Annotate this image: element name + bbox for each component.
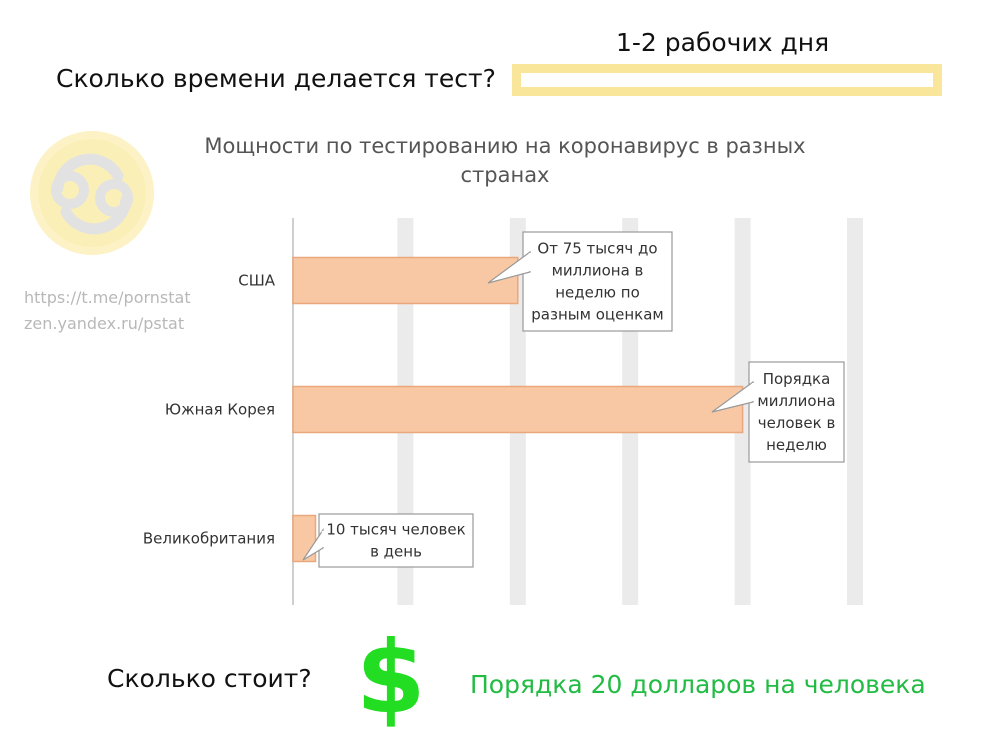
category-label: США — [238, 272, 276, 290]
cost-question: Сколько стоит? — [107, 664, 312, 693]
cost-answer: Порядка 20 долларов на человека — [470, 670, 926, 699]
time-answer: 1-2 рабочих дня — [616, 28, 830, 57]
time-question: Сколько времени делается тест? — [56, 64, 496, 93]
callout-text-line: разным оценкам — [531, 306, 663, 324]
callout-text-line: в день — [370, 543, 422, 561]
watermark-line-1: https://t.me/pornstat — [24, 288, 191, 307]
callout-box — [318, 513, 474, 568]
callout-text-line: 10 тысяч человек — [326, 521, 465, 539]
callout-text-line: Порядка — [763, 370, 831, 388]
callout-text-line: человек в — [758, 414, 836, 432]
callout-box — [522, 231, 673, 332]
callout-text-line: От 75 тысяч до — [537, 240, 657, 258]
bar — [292, 385, 744, 434]
chart-title: Мощности по тестированию на коронавирус … — [204, 134, 806, 187]
category-label: Южная Корея — [165, 401, 275, 419]
bar — [292, 256, 519, 305]
callout-text-line: неделю — [766, 436, 827, 454]
callout-text-line: миллиона в — [552, 262, 644, 280]
callout-text-line: миллиона — [757, 392, 835, 410]
category-label: Великобритания — [143, 530, 275, 548]
cancer-zodiac-icon — [30, 131, 154, 255]
watermark-line-2: zen.yandex.ru/pstat — [24, 314, 185, 333]
dollar-icon: $ — [356, 619, 426, 736]
callout-box — [748, 361, 845, 463]
answer-highlight-bar — [512, 64, 942, 96]
gridline — [847, 218, 863, 605]
callout-text-line: неделю по — [555, 284, 640, 302]
